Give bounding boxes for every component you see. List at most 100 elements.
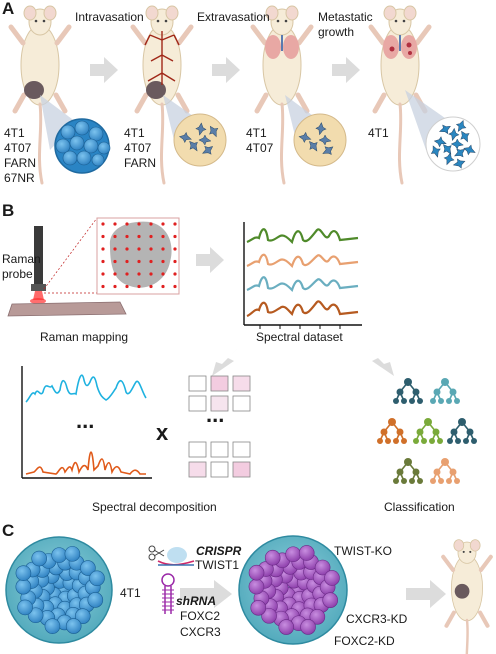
map-point [149,259,153,264]
mouse-injected [443,540,491,654]
map-point [137,234,141,239]
map-point [173,234,177,239]
map-point [173,247,177,251]
migrating-cell [298,131,312,143]
raman-map-points [101,222,177,289]
metastasis-cells [430,119,476,169]
dish-modified-cells [248,545,340,635]
map-point [101,234,105,239]
shrna-genes-label: FOXC2 CXCR3 [180,609,221,639]
panel-a-label: A [2,0,15,18]
cell [44,618,61,634]
map-point [113,222,117,226]
map-point [101,284,105,289]
map-point [149,222,153,226]
map-point [137,259,141,264]
cell [309,609,326,625]
sample-stage [7,301,127,317]
decision-tree-icon [413,418,443,444]
map-point [173,272,177,276]
migrating-cell [433,136,447,148]
cell [248,564,265,581]
map-point [161,272,165,276]
map-point [125,284,129,289]
classification-trees [377,378,477,484]
map-point [101,259,105,264]
mouse-primary-tumor [11,6,69,183]
map-point [137,272,141,276]
shrna-hairpin-icon [161,573,175,614]
map-point [137,284,141,289]
cell-lines-intravasation: 4T1 4T07 FARN [124,126,157,170]
zoom-cone-1 [40,95,76,150]
ellipsis-spectra: ... [76,408,95,433]
panel-a-diagram [11,6,481,183]
raman-mapping-label: Raman mapping [40,330,129,344]
zoom-cone-3 [285,95,316,148]
raman-map-sample [109,221,172,288]
decision-tree-icon [393,458,423,484]
arrow-b-2 [212,348,238,376]
foxc2-kd-label: FOXC2-KD [334,634,395,648]
zoom-line-1 [43,217,98,290]
panel-b-diagram [7,217,477,484]
primary-tumor-cells [55,120,111,167]
migrating-cell [430,145,441,158]
component-spectrum-orange [25,451,146,475]
map-point [125,259,129,264]
map-point [137,247,141,251]
panel-c-label: C [2,521,15,540]
migrating-cell [460,130,470,143]
cell [324,570,340,586]
arrow-a-3 [332,57,360,83]
multiply-sign: x [156,420,169,445]
map-point [149,272,153,276]
migrating-cell [318,134,332,146]
map-point [101,247,105,251]
cell-lines-metastasis: 4T1 [368,126,389,140]
arrow-a-1 [90,57,118,83]
raman-probe-tip [31,284,46,291]
panel-b-label: B [2,201,15,220]
migrating-cell [209,125,219,138]
crispr-gene-label: TWIST1 [195,558,239,572]
cell [87,592,104,608]
circulating-cells [178,122,219,155]
decision-tree-icon [393,378,423,404]
map-point [161,247,165,251]
dish-4t1-cells [15,546,105,634]
cell [250,600,267,616]
shrna-label: shRNA [176,594,217,608]
crispr-icon [148,545,195,566]
map-point [161,284,165,289]
map-point [113,234,117,239]
map-point [113,272,117,276]
loading-matrix [188,375,251,478]
cell [314,559,331,576]
migrating-cell [452,158,466,169]
migrating-cell [189,140,198,152]
migrating-cell [443,144,452,155]
raman-probe-body [34,226,43,288]
spectrum-teal [246,276,359,293]
map-point [125,247,129,251]
migrating-cell [322,146,334,155]
decision-tree-icon [430,378,460,404]
parent-line-label: 4T1 [120,586,141,600]
map-point [149,247,153,251]
map-point [161,259,165,264]
map-point [113,247,117,251]
step-extravasation: Extravasation [197,10,270,24]
mouse-intravasation [133,6,191,183]
cell [322,592,339,608]
cell [74,608,91,624]
cell [261,608,277,624]
migrating-cell [454,148,466,158]
map-point [161,234,165,239]
decomposition-plot [21,366,152,479]
map-point [161,222,165,226]
map-point [125,234,129,239]
cell [80,560,96,576]
spectrum-brown [246,300,359,318]
map-point [113,259,117,264]
